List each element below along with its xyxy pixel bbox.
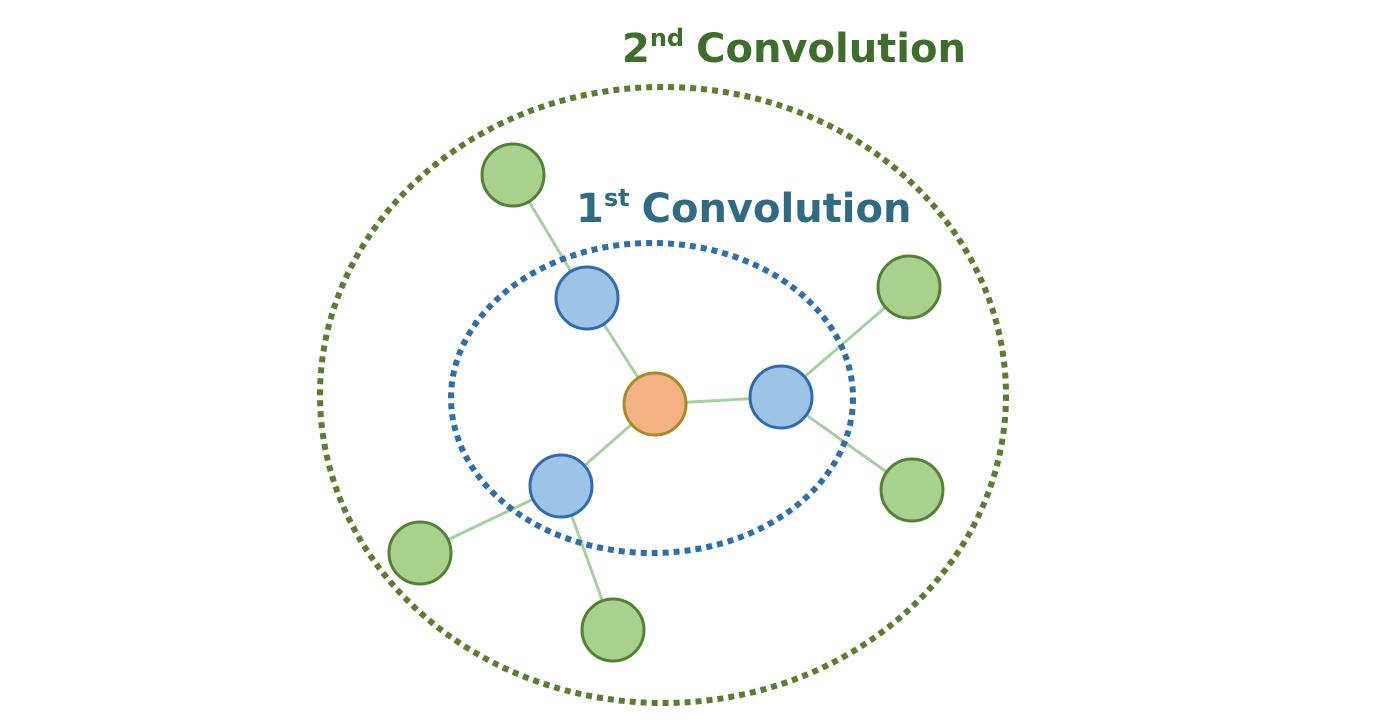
second-order-node-n2-bottom (580, 597, 646, 663)
second-label-number: 2 (622, 26, 650, 72)
first-convolution-label: 1st Convolution (576, 184, 911, 232)
center-node-center (622, 371, 688, 437)
second-order-node-n2-left-lower (387, 520, 453, 586)
second-convolution-ring (317, 84, 1009, 706)
first-convolution-ring (448, 240, 856, 556)
second-order-node-n2-top-left (480, 142, 546, 208)
first-label-number: 1 (576, 186, 604, 232)
graph-nodes (387, 142, 945, 663)
second-label-suffix: nd (650, 24, 684, 52)
second-convolution-label: 2nd Convolution (622, 24, 966, 72)
first-order-node-n1-top (554, 265, 620, 331)
first-order-node-n1-right (748, 364, 814, 430)
first-label-suffix: st (604, 184, 630, 212)
first-order-node-n1-bottom (528, 453, 594, 519)
second-order-node-n2-right-upper (876, 254, 942, 320)
first-label-word: Convolution (642, 186, 912, 232)
second-label-word: Convolution (696, 26, 966, 72)
second-order-node-n2-right-lower (879, 457, 945, 523)
